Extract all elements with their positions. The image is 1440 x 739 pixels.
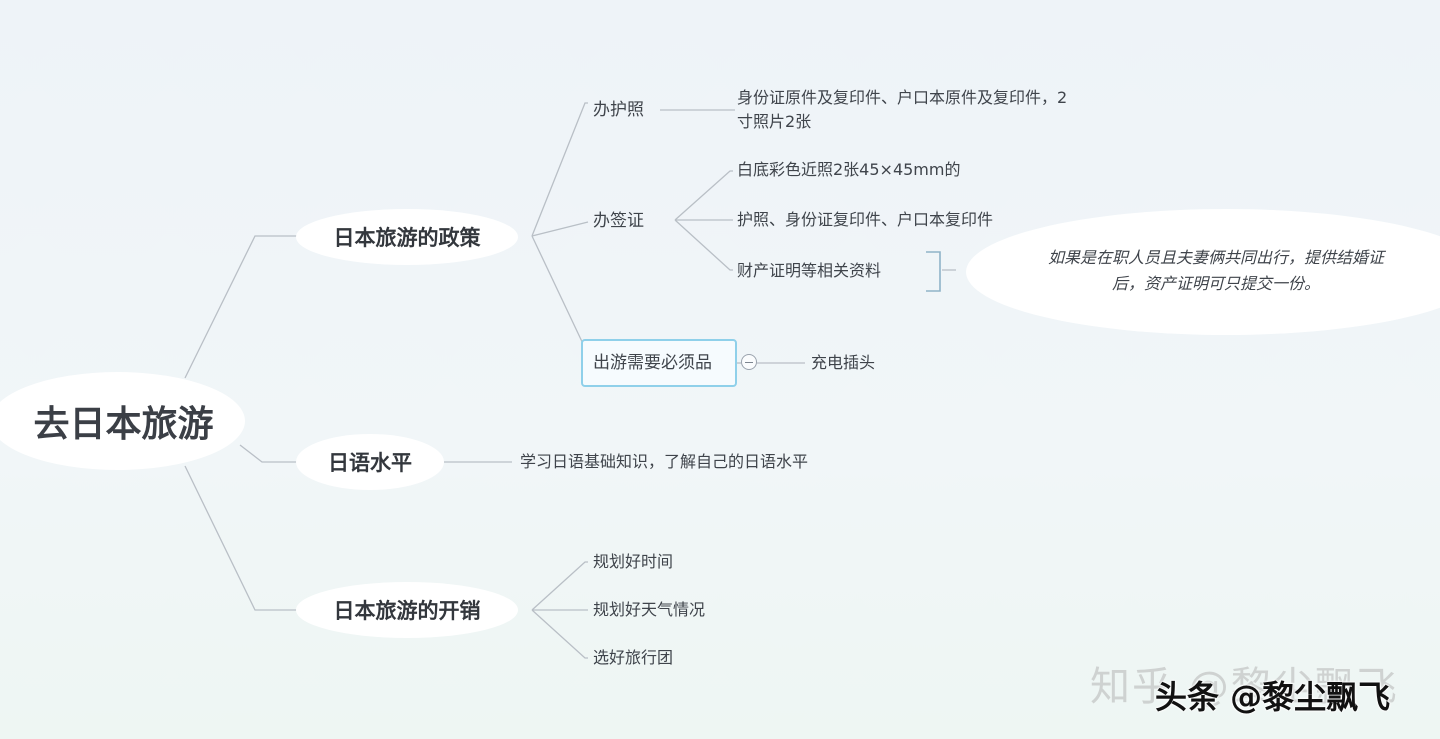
cost-item-tour-group[interactable]: 选好旅行团 [593, 648, 674, 667]
connector-root-cost [184, 465, 298, 611]
visa-item-assets[interactable]: 财产证明等相关资料 [737, 261, 882, 280]
connector-cost-item1 [531, 561, 588, 611]
connector-root-policy [184, 235, 298, 379]
connector-cost-item3 [531, 609, 588, 659]
connector-root-language [239, 444, 298, 463]
topic-policy[interactable]: 日本旅游的政策 [296, 209, 518, 265]
subtopic-passport[interactable]: 办护照 [593, 100, 644, 120]
toutiao-watermark: 头条 @黎尘飘飞 [1155, 678, 1391, 716]
connector-policy-visa [531, 221, 589, 237]
visa-note-callout[interactable]: 如果是在职人员且夫妻俩共同出行，提供结婚证 后，资产证明可只提交一份。 [966, 209, 1440, 335]
zhihu-watermark: 知乎 @黎尘飘飞 [1090, 664, 1399, 710]
passport-detail[interactable]: 身份证原件及复印件、户口本原件及复印件，2 寸照片2张 [737, 88, 1068, 131]
visa-item-photo[interactable]: 白底彩色近照2张45×45mm的 [737, 160, 961, 179]
cost-item-time[interactable]: 规划好时间 [593, 552, 674, 571]
connector-visa-item1 [674, 170, 733, 221]
connector-policy-passport [531, 102, 588, 237]
subtopic-essentials[interactable]: 出游需要必须品 [581, 339, 737, 387]
visa-item-copies[interactable]: 护照、身份证复印件、户口本复印件 [737, 210, 994, 229]
subtopic-visa[interactable]: 办签证 [593, 211, 644, 231]
collapse-toggle[interactable] [741, 354, 757, 370]
language-item[interactable]: 学习日语基础知识，了解自己的日语水平 [520, 452, 809, 471]
cost-item-weather[interactable]: 规划好天气情况 [593, 600, 706, 619]
note-bracket [926, 251, 941, 292]
connector-policy-essentials [531, 235, 586, 349]
topic-language[interactable]: 日语水平 [296, 434, 444, 490]
essentials-item-charger[interactable]: 充电插头 [811, 353, 876, 372]
connector-visa-item3 [674, 219, 733, 271]
root-topic[interactable]: 去日本旅游 [0, 372, 245, 470]
topic-cost[interactable]: 日本旅游的开销 [296, 582, 518, 638]
